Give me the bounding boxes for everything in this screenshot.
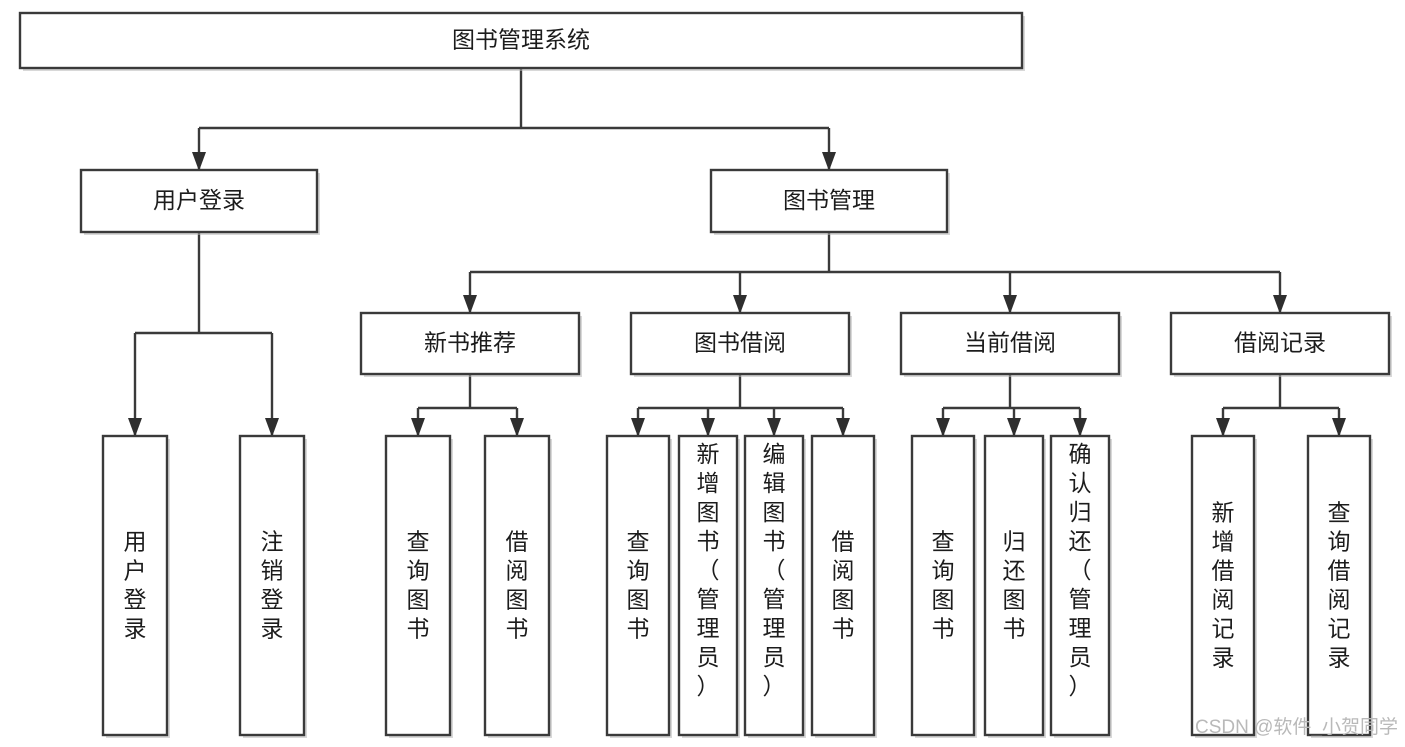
node-leaf-query-borrow-record[interactable]: 查询借阅记录 [1306, 434, 1373, 738]
node-leaf-user-login[interactable]: 用户登录 [101, 434, 170, 738]
node-label: 查询图书 [407, 529, 430, 642]
arrow-head-icon [1273, 295, 1287, 314]
node-leaf-query-book-recommend[interactable]: 查询图书 [384, 434, 453, 738]
node-rect[interactable] [983, 434, 1045, 737]
arrow-head-icon [192, 152, 206, 171]
node-rect[interactable] [483, 434, 551, 737]
arrow-head-icon [1332, 418, 1346, 437]
node-label: 归还图书 [1003, 529, 1026, 642]
node-rect[interactable] [238, 434, 306, 737]
node-label: 用户登录 [124, 529, 147, 642]
arrow-head-icon [463, 295, 477, 314]
arrow-head-icon [767, 418, 781, 437]
node-leaf-edit-book[interactable]: 编辑图书（管理员） [743, 434, 806, 738]
node-rect[interactable] [384, 434, 452, 737]
node-label: 借阅图书 [832, 529, 855, 642]
arrow-head-icon [1007, 418, 1021, 437]
node-leaf-query-book-current[interactable]: 查询图书 [910, 434, 977, 738]
node-label: 查询图书 [932, 529, 955, 642]
node-rect[interactable] [743, 434, 805, 737]
arrow-head-icon [265, 418, 279, 437]
node-label: 用户登录 [153, 187, 245, 213]
node-rect[interactable] [629, 311, 851, 376]
node-rect[interactable] [1190, 434, 1256, 737]
node-rect[interactable] [709, 168, 949, 234]
arrow-head-icon [701, 418, 715, 437]
node-label: 图书管理 [783, 187, 875, 213]
node-label: 新书推荐 [424, 330, 516, 356]
node-leaf-logout-login[interactable]: 注销登录 [238, 434, 307, 738]
node-rect[interactable] [605, 434, 671, 737]
node-leaf-add-borrow-record[interactable]: 新增借阅记录 [1190, 434, 1257, 738]
node-label: 当前借阅 [964, 330, 1056, 356]
arrow-head-icon [411, 418, 425, 437]
node-label: 编辑图书（管理员） [763, 441, 786, 699]
node-label: 借阅记录 [1234, 330, 1326, 356]
node-new-book-recommend[interactable]: 新书推荐 [359, 311, 582, 377]
node-user-login[interactable]: 用户登录 [79, 168, 320, 235]
node-rect[interactable] [810, 434, 876, 737]
node-rect[interactable] [18, 11, 1024, 70]
node-leaf-query-book-borrow[interactable]: 查询图书 [605, 434, 672, 738]
arrow-head-icon [128, 418, 142, 437]
node-label: 图书借阅 [694, 330, 786, 356]
node-leaf-add-book[interactable]: 新增图书（管理员） [677, 434, 740, 738]
node-rect[interactable] [1169, 311, 1391, 376]
node-label: 查询图书 [627, 529, 650, 642]
node-label: 注销登录 [261, 529, 284, 642]
node-rect[interactable] [1049, 434, 1111, 737]
node-rect[interactable] [79, 168, 319, 234]
node-borrow-record[interactable]: 借阅记录 [1169, 311, 1392, 377]
node-book-borrow[interactable]: 图书借阅 [629, 311, 852, 377]
node-rect[interactable] [1306, 434, 1372, 737]
node-rect[interactable] [910, 434, 976, 737]
arrow-head-icon [631, 418, 645, 437]
arrow-head-icon [1003, 295, 1017, 314]
node-label: 确认归还（管理员） [1069, 441, 1092, 699]
arrow-head-icon [733, 295, 747, 314]
node-label: 新增借阅记录 [1212, 500, 1235, 671]
node-label: 新增图书（管理员） [697, 441, 720, 699]
node-leaf-borrow-book-recommend[interactable]: 借阅图书 [483, 434, 552, 738]
arrow-head-icon [936, 418, 950, 437]
arrow-head-icon [836, 418, 850, 437]
node-root[interactable]: 图书管理系统 [18, 11, 1025, 71]
node-layer: 图书管理系统用户登录图书管理新书推荐图书借阅当前借阅借阅记录用户登录注销登录查询… [18, 11, 1392, 738]
arrow-head-icon [822, 152, 836, 171]
node-label: 借阅图书 [506, 529, 529, 642]
connector-layer [128, 68, 1346, 437]
node-label: 查询借阅记录 [1328, 500, 1351, 671]
arrow-head-icon [510, 418, 524, 437]
node-leaf-borrow-book[interactable]: 借阅图书 [810, 434, 877, 738]
node-leaf-return-book[interactable]: 归还图书 [983, 434, 1046, 738]
arrow-head-icon [1216, 418, 1230, 437]
node-current-borrow[interactable]: 当前借阅 [899, 311, 1122, 377]
arrow-head-icon [1073, 418, 1087, 437]
node-book-management[interactable]: 图书管理 [709, 168, 950, 235]
node-rect[interactable] [359, 311, 581, 376]
node-label: 图书管理系统 [452, 27, 590, 53]
node-rect[interactable] [677, 434, 739, 737]
csdn-watermark: CSDN @软件_小贺同学 [1195, 716, 1398, 738]
node-rect[interactable] [101, 434, 169, 737]
node-leaf-confirm-return[interactable]: 确认归还（管理员） [1049, 434, 1112, 738]
node-rect[interactable] [899, 311, 1121, 376]
